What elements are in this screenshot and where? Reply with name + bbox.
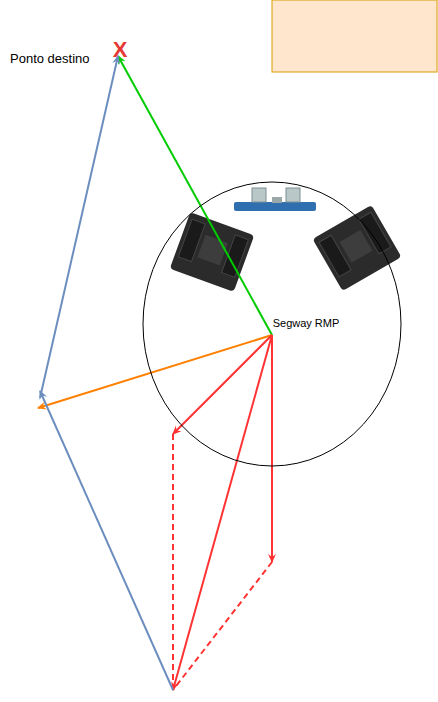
- dashed-guide: [173, 562, 272, 690]
- obstacle-vector: [271, 335, 273, 562]
- dashed-guide: [172, 434, 174, 690]
- blue-vector: [40, 391, 173, 690]
- sensor-board: [234, 188, 316, 211]
- robot-body: Segway RMP: [142, 181, 402, 467]
- blue-vector: [40, 56, 118, 398]
- note-box: [272, 0, 437, 72]
- sum-vector: [173, 335, 272, 690]
- goal-vector: [118, 56, 272, 335]
- robot-outline: [142, 181, 402, 467]
- ir-sensor: [313, 205, 402, 291]
- destination-label: Ponto destino: [10, 51, 90, 66]
- target-mark: X: [113, 37, 128, 63]
- robot-label: Segway RMP: [273, 317, 340, 329]
- obstacle-vector: [173, 335, 272, 434]
